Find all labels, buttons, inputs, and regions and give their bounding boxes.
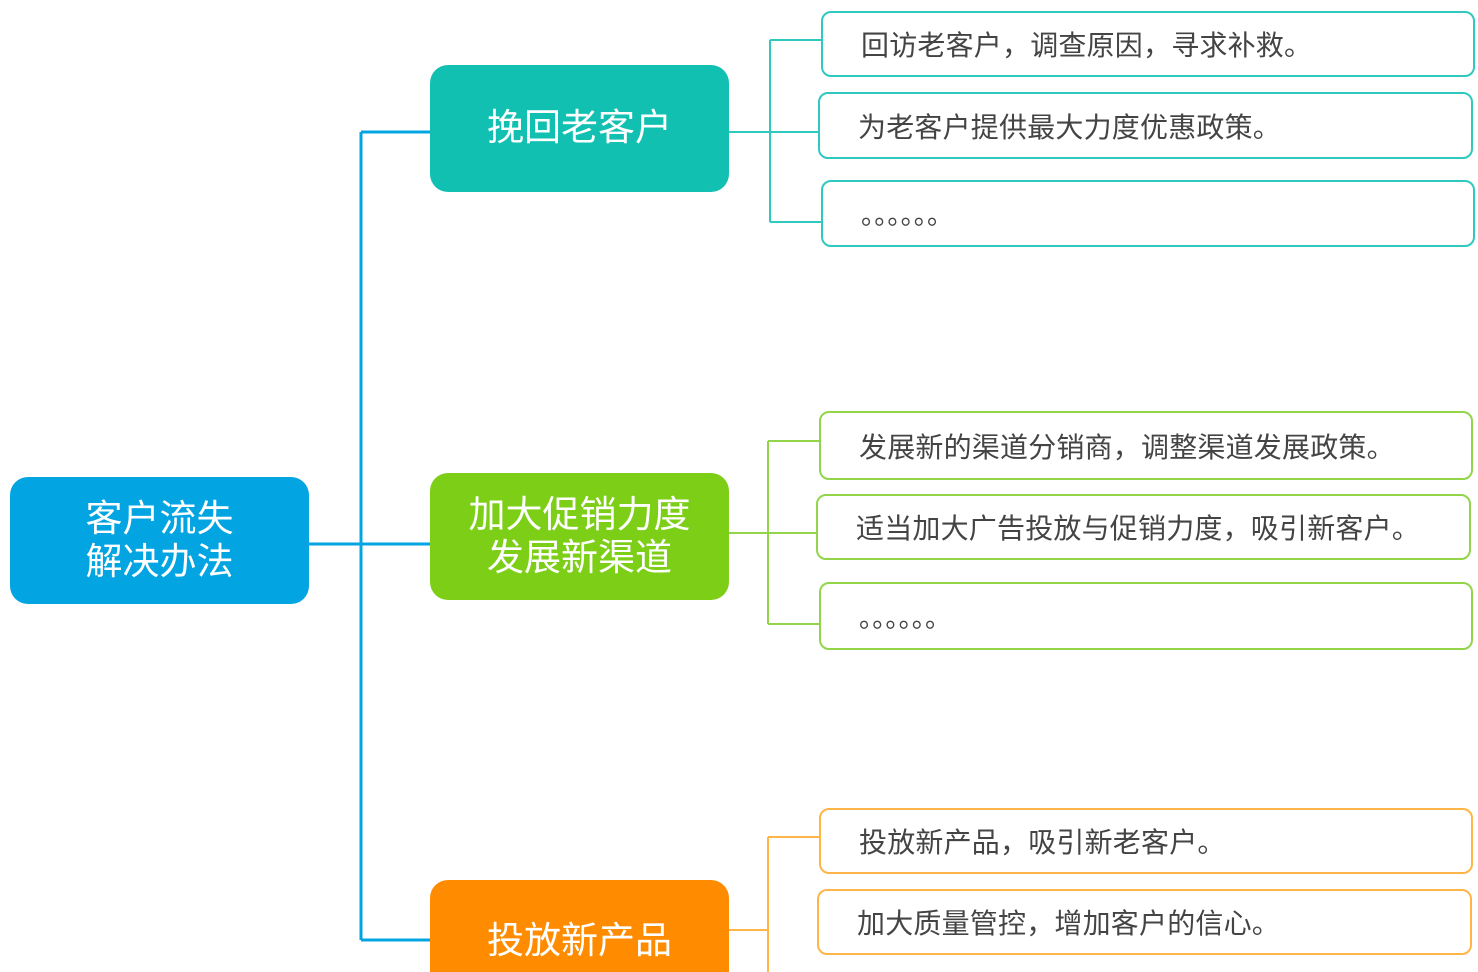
leaf-item[interactable]: 发展新的渠道分销商，调整渠道发展政策。 xyxy=(819,411,1473,480)
root-node[interactable]: 客户流失 解决办法 xyxy=(10,477,309,604)
branch-1-connector xyxy=(729,39,821,223)
leaf-item[interactable]: 加大质量管控，增加客户的信心。 xyxy=(817,889,1472,955)
branch-node-new-products[interactable]: 投放新产品 xyxy=(430,880,729,972)
branch-3-connector xyxy=(729,836,819,972)
leaf-item[interactable]: 。。。。。。 xyxy=(819,582,1473,650)
branch-label: 挽回老客户 xyxy=(487,106,672,150)
leaf-text: 为老客户提供最大力度优惠政策。 xyxy=(858,110,1282,144)
leaf-text: 投放新产品，吸引新老客户。 xyxy=(859,826,1226,859)
leaf-item[interactable]: 为老客户提供最大力度优惠政策。 xyxy=(818,92,1473,159)
root-connector xyxy=(309,130,430,942)
leaf-text: 适当加大广告投放与促销力度，吸引新客户。 xyxy=(856,512,1421,545)
leaf-text: 。。。。。。 xyxy=(861,201,954,231)
leaf-text: 。。。。。。 xyxy=(859,603,952,634)
branch-2-connector xyxy=(729,440,819,625)
leaf-text: 加大质量管控，增加客户的信心。 xyxy=(857,907,1281,940)
leaf-item[interactable]: 回访老客户，调查原因，寻求补救。 xyxy=(821,11,1475,77)
leaf-item[interactable]: 投放新产品，吸引新老客户。 xyxy=(819,808,1473,874)
branch-node-retain-customers[interactable]: 挽回老客户 xyxy=(430,65,729,192)
leaf-text: 回访老客户，调查原因，寻求补救。 xyxy=(861,29,1313,62)
branch-node-promotion-channels[interactable]: 加大促销力度 发展新渠道 xyxy=(430,473,729,600)
leaf-item[interactable]: 适当加大广告投放与促销力度，吸引新客户。 xyxy=(816,494,1471,560)
root-label: 客户流失 解决办法 xyxy=(85,496,234,583)
leaf-text: 发展新的渠道分销商，调整渠道发展政策。 xyxy=(859,430,1395,464)
branch-label: 投放新产品 xyxy=(487,919,672,962)
leaf-item[interactable]: 。。。。。。 xyxy=(821,180,1475,247)
branch-label: 加大促销力度 发展新渠道 xyxy=(468,492,691,579)
